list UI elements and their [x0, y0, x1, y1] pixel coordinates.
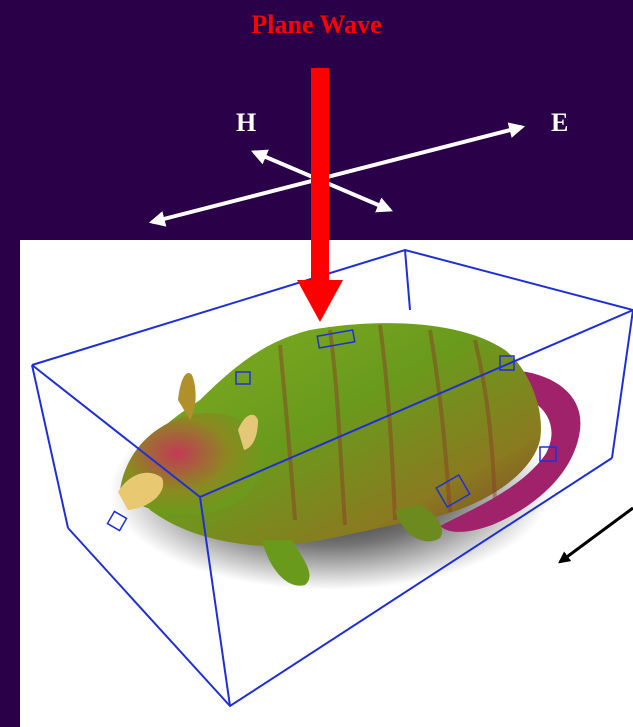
rat-snout [118, 472, 164, 510]
bounding-box-front [31, 309, 633, 708]
rat-rear-leg [395, 505, 442, 542]
h-field-label: H [236, 108, 257, 137]
plane-wave-arrow [297, 68, 343, 322]
box-markers [106, 329, 557, 532]
field-vectors [148, 122, 526, 227]
bounding-box-back [31, 248, 633, 529]
rat-ear [178, 372, 196, 420]
z-axis-arrow [558, 506, 633, 564]
e-field-arrow [148, 122, 526, 227]
z-axis-label: Z [548, 572, 567, 603]
rat-tail [440, 370, 581, 532]
rat-ear-back [238, 414, 258, 450]
e-field-label: E [551, 108, 569, 137]
plane-wave-title: Plane Wave [251, 10, 382, 39]
rat-body-stripes [278, 324, 497, 526]
rat-front-leg [262, 540, 310, 586]
